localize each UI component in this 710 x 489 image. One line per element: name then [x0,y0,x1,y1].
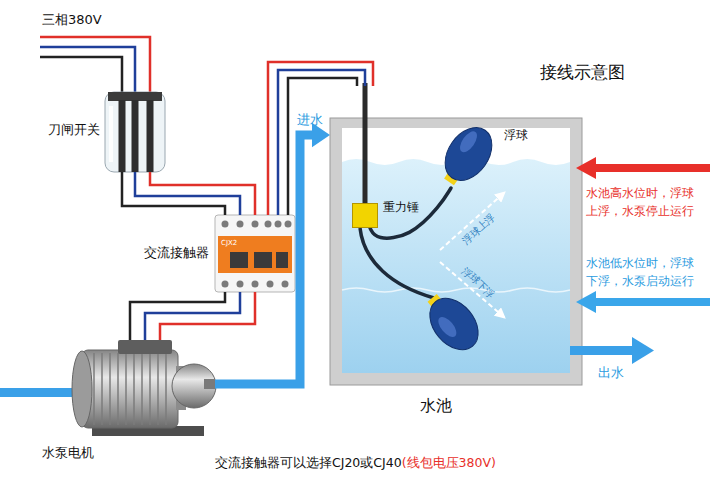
contactor-label: 交流接触器 [144,245,209,261]
pool-symbol [330,118,582,385]
float-ball-group [440,120,497,188]
terminal [237,221,244,228]
connector [130,292,255,340]
float-shine [457,129,481,156]
connector [122,172,255,215]
fall-arrow [440,262,505,318]
float-body [440,120,497,188]
contactor-window [276,252,288,268]
switch-glass [105,92,165,172]
connector [268,62,373,215]
switch-bar [108,92,162,101]
terminal [222,281,229,288]
edge-label: 进水 [297,112,323,128]
float-body [420,289,488,359]
float-shine [435,314,460,340]
suction-pipe [0,388,82,397]
connector-line [370,188,451,238]
terminal-box [118,340,172,354]
pump-outlet [204,379,215,389]
motor-fins [94,353,166,425]
pump-motor: 水泵电机 [60,340,215,435]
pump-symbol [72,340,216,436]
glass-shine [109,106,113,162]
diagram-title: 接线示意图 [540,62,625,82]
motor-body [82,350,178,428]
gravity-weight: 重力锤 [352,203,378,228]
water [342,159,570,373]
water-tank: 水池重力锤浮球 [330,118,582,385]
contactor-window [254,252,272,268]
high-level-note: 水池高水位时，浮球上浮，水泵停止运行 [586,184,700,220]
terminal [237,281,244,288]
knife-switch-symbol [105,92,165,172]
switch-blade [147,100,154,172]
blue-wire [40,47,135,92]
pump-label: 水泵电机 [42,445,94,461]
contactor-symbol [215,215,295,292]
high-level-arrow [596,164,710,172]
connector-line [363,83,368,203]
switch-blade [132,100,139,172]
lower-float [417,285,488,359]
connector-line [268,62,373,215]
outlet-head [632,337,654,364]
terminal [275,221,282,228]
switch-label: 刀闸开关 [48,122,100,138]
terminal [222,221,229,228]
black-wire [40,57,122,92]
contactor-body [215,215,295,292]
high-level-head [576,157,596,179]
connector-line [278,70,365,215]
pump-head [172,364,216,408]
low-level-note: 水池低水位时，浮球下浮，水泵启动运行 [586,254,700,290]
connector-line [215,135,313,384]
low-water-line [342,288,570,292]
weight-label: 重力锤 [383,200,419,214]
float-label: 浮球 [504,128,528,142]
outlet-label: 出水 [598,365,624,381]
float-ball-shape [440,120,497,188]
connector [370,188,451,238]
connector-line [160,292,255,340]
contactor-window [230,252,248,268]
switch-blade [119,100,126,172]
knife-switch: 刀闸开关 [105,92,165,172]
outlet-pipe [570,346,632,355]
connector-line [150,172,255,215]
terminal [285,221,292,228]
model-mark: CJX2 [221,239,237,247]
low-level-head [576,291,596,313]
terminal [267,281,274,288]
connector [215,123,330,384]
contactor-note: 交流接触器可以选择CJ20或CJ40 [215,455,402,470]
supply-label: 三相380V [42,12,102,28]
terminal [282,281,289,288]
pool-wall [330,118,582,385]
ac-contactor: 交流接触器 [215,215,295,292]
float-ball: 浮球 [440,120,497,188]
terminal [252,281,259,288]
terminal [252,221,259,228]
low-level-arrow [596,298,710,306]
tank-label: 水池 [420,396,452,415]
contactor-panel [218,236,292,273]
rise-arrow [440,192,505,250]
supply-wires [40,37,150,92]
red-wire [40,37,150,92]
terminal [265,221,272,228]
coil-voltage-note: (线包电压380V) [402,455,496,470]
connector-line [122,172,225,215]
motor-end-cap [72,351,92,427]
